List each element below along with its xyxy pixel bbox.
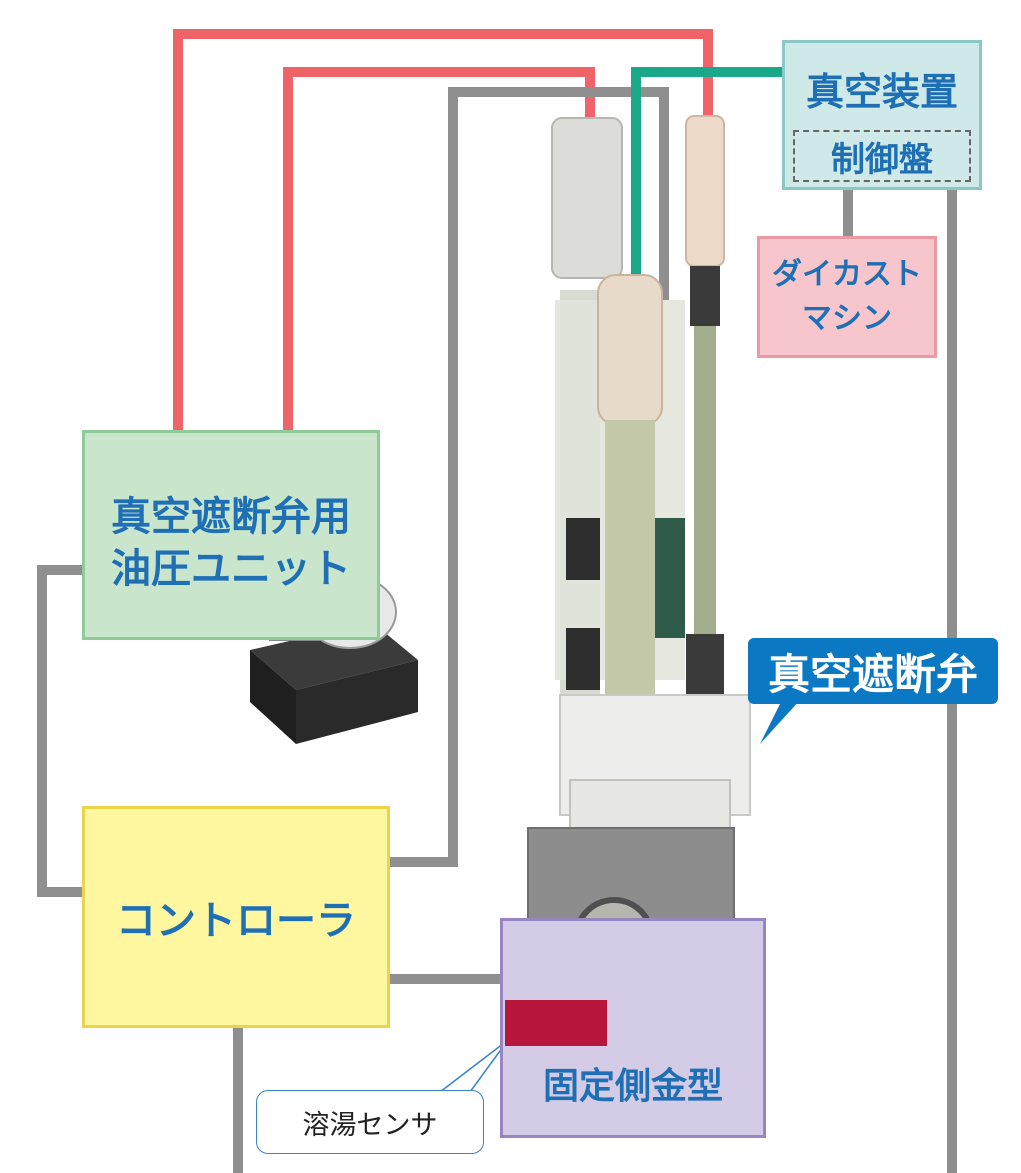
controller-label: コントローラ (116, 898, 356, 944)
melt-sensor-label: 溶湯センサ (302, 1109, 438, 1141)
hydraulic-line-a (173, 29, 713, 432)
melt-sensor-tag: 溶湯センサ (256, 1090, 484, 1154)
control-panel-label: 制御盤 (831, 139, 933, 180)
controller-box: コントローラ (82, 806, 390, 1028)
die-cast-machine-label: ダイカスト マシン (772, 257, 922, 336)
vacuum-valve-label: 真空遮断弁 (767, 649, 978, 699)
signal-line-hydraulic-controller (37, 565, 82, 897)
vacuum-valve-illustration (527, 115, 751, 987)
vacuum-hose-line (631, 67, 784, 276)
melt-sensor-marker (505, 1000, 607, 1046)
vacuum-device-label: 真空装置 (805, 70, 958, 114)
hydraulic-line-b (283, 67, 595, 432)
sensor-tag-tail (437, 1039, 509, 1093)
die-cast-machine-box: ダイカスト マシン (757, 236, 937, 358)
fixed-mold-label: 固定側金型 (542, 1066, 723, 1107)
vacuum-valve-tag: 真空遮断弁 (748, 638, 998, 704)
control-panel-box: 制御盤 (793, 130, 971, 182)
signal-line-controller-valve (390, 87, 669, 867)
hydraulic-unit-box: 真空遮断弁用 油圧ユニット (82, 430, 380, 640)
hydraulic-unit-label: 真空遮断弁用 油圧ユニット (111, 494, 351, 592)
vacuum-device-box: 真空装置 制御盤 (782, 40, 982, 190)
valve-tag-tail (760, 700, 800, 744)
